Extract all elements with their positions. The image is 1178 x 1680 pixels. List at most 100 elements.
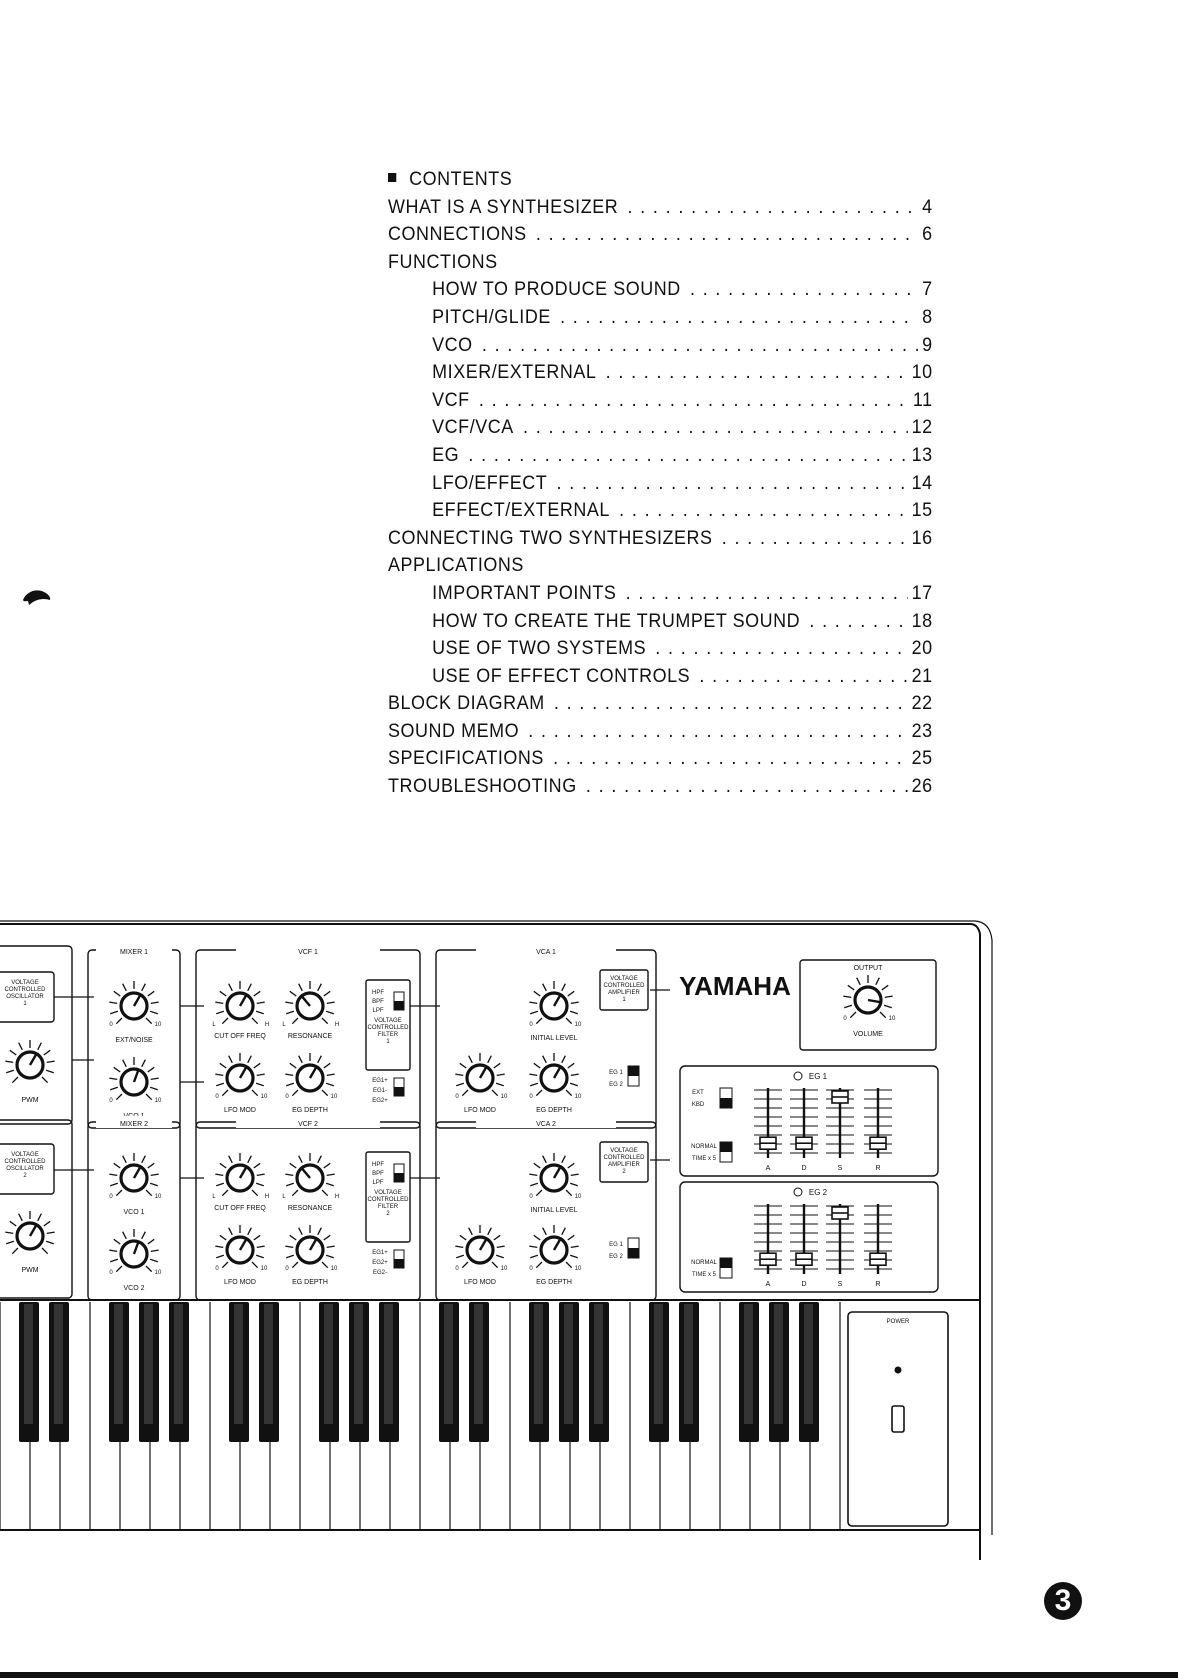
knob-tick xyxy=(565,1261,573,1269)
toc-entry-page: 14 xyxy=(911,471,933,494)
knob-tick xyxy=(141,1059,146,1068)
panel-box-label: OSCILLATOR xyxy=(6,1166,44,1172)
scale-min-label: 0 xyxy=(529,1194,533,1200)
knob-tick xyxy=(150,1173,159,1176)
knob-tick xyxy=(317,1227,322,1236)
knob-tick xyxy=(542,983,547,992)
panel-label: CUT OFF FREQ xyxy=(214,1033,266,1040)
knob-tick xyxy=(285,1001,294,1004)
toc-entry-title: WHAT IS A SYNTHESIZER xyxy=(388,195,619,218)
vca1-eg-depth-knob xyxy=(529,1053,579,1097)
toc-entry-title: FUNCTIONS xyxy=(388,250,498,273)
knob-tick xyxy=(122,983,127,992)
section-title: VCA 1 xyxy=(536,949,556,956)
scale-min-label: 0 xyxy=(285,1266,289,1272)
panel-label: EG 2 xyxy=(609,1082,623,1088)
knob-tick xyxy=(141,1231,146,1240)
knob-tick xyxy=(11,1076,19,1084)
vca1-initial-level-knob xyxy=(529,981,579,1025)
knob-tick xyxy=(496,1245,505,1248)
toc-entry-page: 25 xyxy=(911,747,933,770)
knob-tick xyxy=(109,1249,118,1252)
knob-tick xyxy=(110,1086,119,1091)
cabinet-outline xyxy=(0,920,993,1535)
knob-tick xyxy=(228,1055,233,1064)
slider-label: D xyxy=(801,1281,806,1288)
section-title: EG 2 xyxy=(809,1188,828,1197)
toc-entry-page: 26 xyxy=(911,775,933,798)
knob-tick xyxy=(325,1082,334,1087)
vcf2-cutoff-knob xyxy=(215,1153,265,1197)
knob-tick xyxy=(228,983,233,992)
knob-tick xyxy=(535,1089,543,1097)
panel-label: PWM xyxy=(21,1267,38,1274)
dot-leader xyxy=(479,387,909,415)
vcf1-resonance-knob xyxy=(285,981,335,1025)
switch-lever xyxy=(720,1098,732,1108)
scale-min-label: 0 xyxy=(529,1266,533,1272)
panel-label: VCO 2 xyxy=(123,1285,144,1292)
switch-lever xyxy=(394,1087,404,1096)
black-key xyxy=(229,1302,249,1442)
toc-entry: EFFECT/EXTERNAL15 xyxy=(388,497,933,525)
indicator-led-icon xyxy=(793,1187,803,1197)
panel-box-label: FILTER xyxy=(378,1032,399,1038)
knob-tick xyxy=(298,983,303,992)
panel-label: EG DEPTH xyxy=(536,1279,572,1286)
knob-tick xyxy=(529,1173,538,1176)
knob-tick xyxy=(530,1082,539,1087)
panel-label: L xyxy=(212,1022,216,1028)
knob-tick xyxy=(561,1155,566,1164)
scale-min-label: 0 xyxy=(215,1266,219,1272)
knob-tick xyxy=(122,1059,127,1068)
knob-tick xyxy=(535,1261,543,1269)
toc-entry: MIXER/EXTERNAL10 xyxy=(388,359,933,387)
mixer2-knob-1 xyxy=(109,1153,159,1197)
panel-label: LFO MOD xyxy=(224,1107,256,1114)
panel-label: EG DEPTH xyxy=(292,1279,328,1286)
knob-tick xyxy=(884,995,893,998)
dot-leader xyxy=(554,690,908,718)
toc-entry-page: 17 xyxy=(911,581,933,604)
knob-tick xyxy=(567,1162,575,1169)
black-key-highlight xyxy=(114,1304,123,1424)
panel-box-label: CONTROLLED xyxy=(367,1197,409,1203)
toc-entry-title: EG xyxy=(432,443,460,466)
scale-min-label: 0 xyxy=(109,1022,113,1028)
knob-tick xyxy=(18,1213,23,1222)
knob-tick xyxy=(567,1234,575,1241)
table-of-contents: CONTENTS WHAT IS A SYNTHESIZER4CONNECTIO… xyxy=(388,166,933,801)
panel-label: EXT xyxy=(692,1090,704,1096)
panel-box-label: CONTROLLED xyxy=(603,1155,645,1161)
knob-tick xyxy=(530,1010,539,1015)
panel-box-label: VOLTAGE xyxy=(374,1018,401,1024)
knob-tick xyxy=(533,1234,541,1241)
scale-min-label: 0 xyxy=(109,1270,113,1276)
black-key-highlight xyxy=(774,1304,783,1424)
black-key-highlight xyxy=(744,1304,753,1424)
vca1-amp-box xyxy=(599,969,649,1011)
toc-entry: VCF11 xyxy=(388,387,933,415)
black-key xyxy=(259,1302,279,1442)
knob-tick xyxy=(321,1089,329,1097)
volume-knob xyxy=(843,975,893,1019)
toc-entry-page: 9 xyxy=(922,333,933,356)
toc-entry-title: CONNECTIONS xyxy=(388,223,527,246)
black-key xyxy=(139,1302,159,1442)
black-key xyxy=(19,1302,39,1442)
section-title: VCA 2 xyxy=(536,1121,556,1128)
toc-entry-title: SOUND MEMO xyxy=(388,719,520,742)
toc-entry-page: 11 xyxy=(912,388,933,411)
panel-label: H xyxy=(265,1194,269,1200)
black-key xyxy=(49,1302,69,1442)
knob-tick xyxy=(216,1182,225,1187)
toc-entry-title: VCO xyxy=(432,333,473,356)
knob-tick xyxy=(221,1089,229,1097)
scale-min-label: 0 xyxy=(843,1016,847,1022)
dot-leader xyxy=(626,580,908,608)
knob-tick xyxy=(215,1173,224,1176)
toc-entry: APPLICATIONS xyxy=(388,552,933,580)
knob-tick xyxy=(533,1062,541,1069)
dot-leader xyxy=(523,414,908,442)
toc-entry: HOW TO CREATE THE TRUMPET SOUND18 xyxy=(388,608,933,636)
